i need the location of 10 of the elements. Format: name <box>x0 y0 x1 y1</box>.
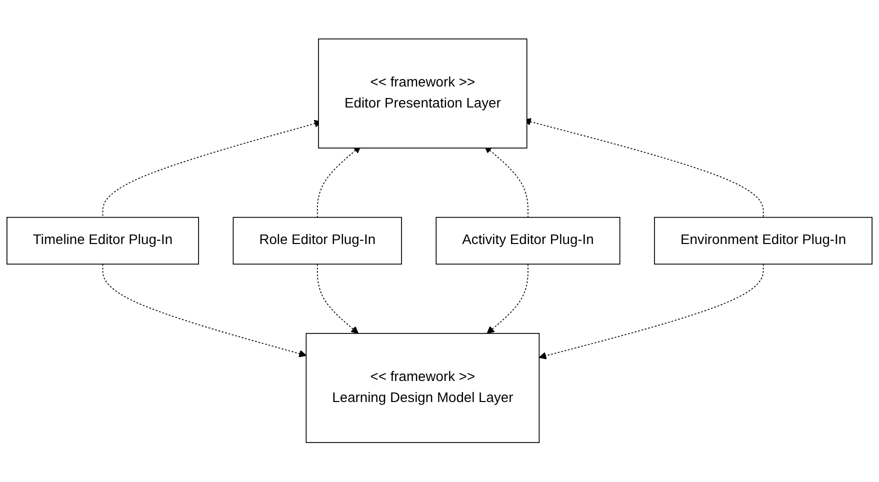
node-box: Activity Editor Plug-In <box>436 217 620 265</box>
node-box: << framework >> Learning Design Model Layer <box>306 333 540 444</box>
node-box: Environment Editor Plug-In <box>654 217 872 265</box>
node-box: Timeline Editor Plug-In <box>6 217 199 265</box>
arrow <box>102 264 307 358</box>
node-box: Role Editor Plug-In <box>232 217 402 265</box>
arrow <box>538 264 764 360</box>
node-box: << framework >> Editor Presentation Layer <box>318 38 528 149</box>
arrow <box>486 264 528 334</box>
arrow <box>316 264 359 334</box>
